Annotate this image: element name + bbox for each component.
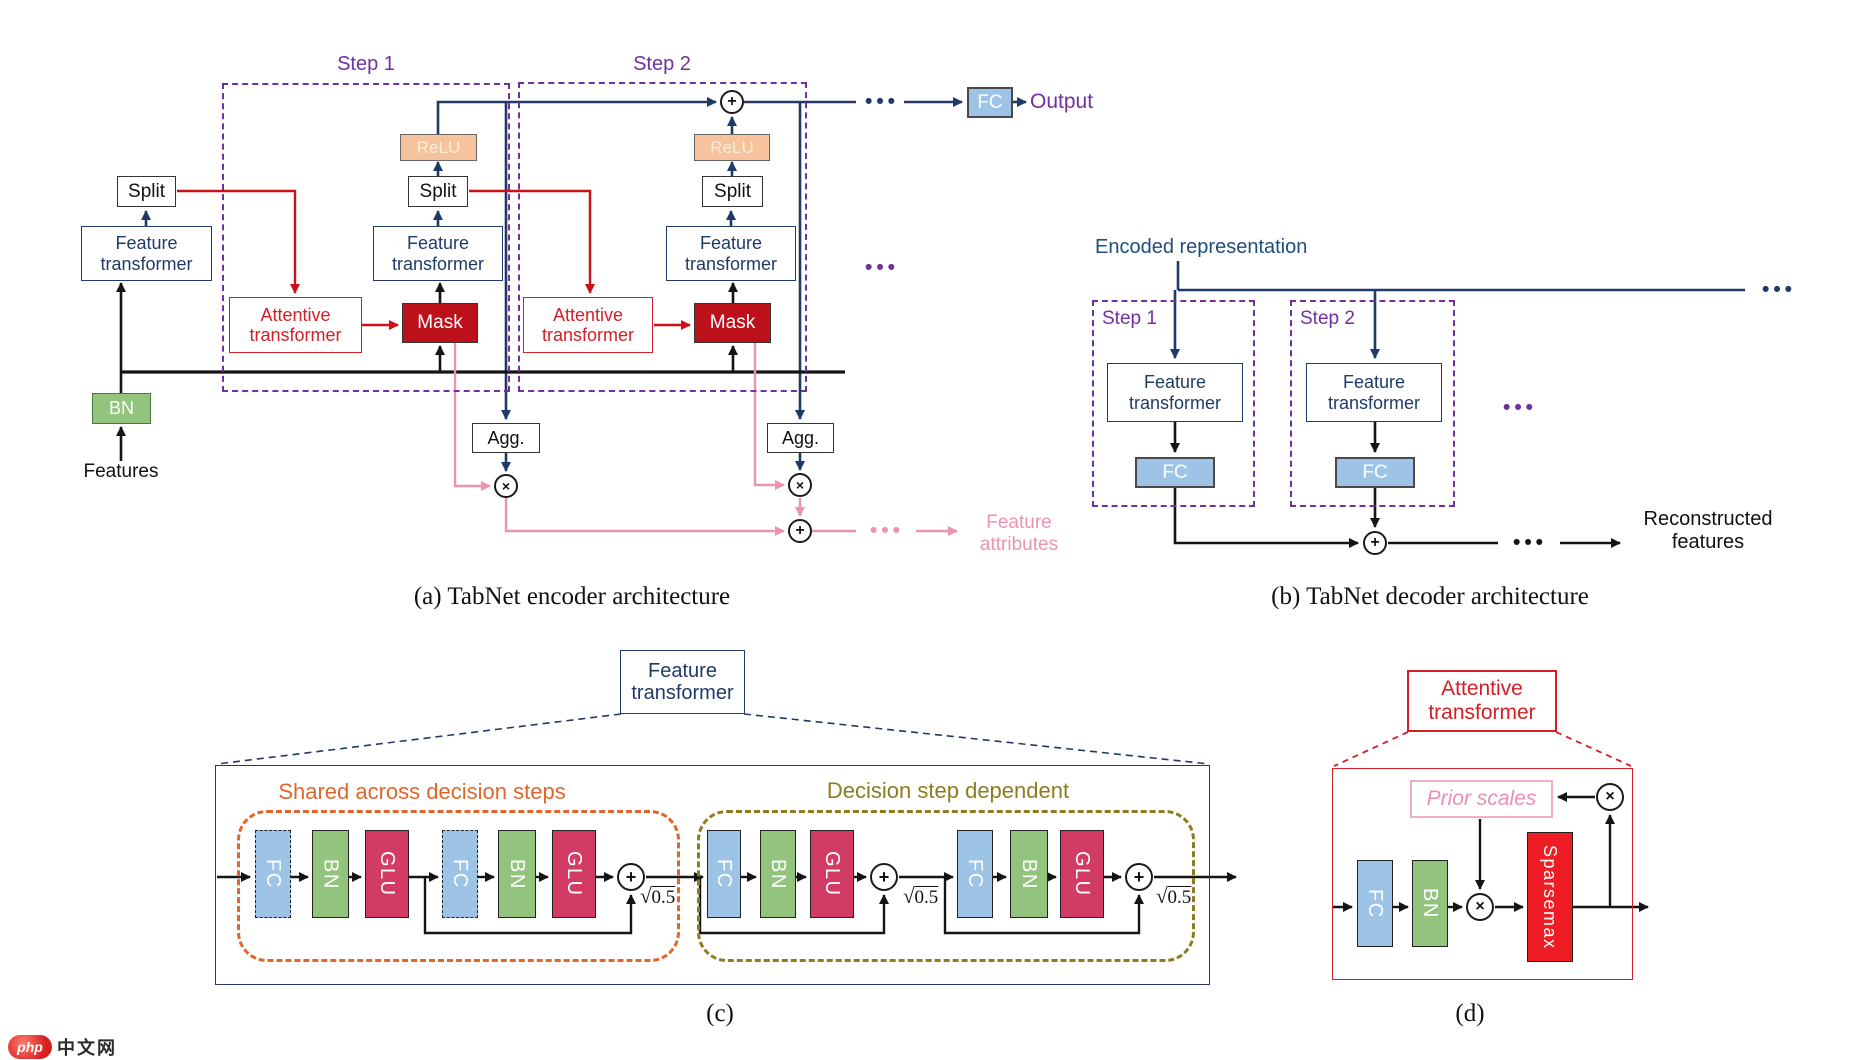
output-fc-box: FC — [967, 87, 1013, 118]
ellipsis-dots: ••• — [1512, 531, 1548, 554]
sqrt-half-label: √0.5 — [903, 884, 939, 908]
feature-transformer-title-box: Feature transformer — [620, 650, 745, 714]
feature-transformer-box: Feature transformer — [81, 226, 212, 281]
caption-c: (c) — [706, 1000, 734, 1027]
watermark-site-text: 中文网 — [57, 1038, 117, 1058]
watermark: php 中文网 — [8, 1034, 117, 1060]
sqrt-half-label: √0.5 — [1156, 884, 1192, 908]
decoder-step2-box — [1290, 300, 1455, 507]
shared-block-outline — [237, 810, 680, 962]
feature-transformer-detail-box — [215, 765, 1210, 985]
glu-block: GLU — [1060, 830, 1104, 918]
php-logo-badge: php — [8, 1035, 52, 1059]
fc-block: FC — [255, 830, 291, 918]
multiply-circle: × — [494, 474, 518, 498]
attentive-transformer-box: Attentive transformer — [523, 297, 653, 353]
bn-box: BN — [92, 393, 151, 424]
callout-c-left — [216, 713, 622, 765]
split-box: Split — [408, 176, 468, 207]
encoder-step2-label: Step 2 — [633, 53, 691, 75]
sqrt-half-label: √0.5 — [640, 884, 676, 908]
glu-block: GLU — [552, 830, 596, 918]
caption-d: (d) — [1455, 1000, 1485, 1027]
features-label: Features — [83, 461, 159, 482]
fc-block: FC — [957, 830, 993, 918]
decoder-step1-box — [1092, 300, 1255, 507]
dependent-block-outline — [697, 810, 1195, 962]
encoder-step1-label: Step 1 — [337, 53, 395, 75]
decoder-fc-box: FC — [1135, 457, 1215, 488]
decoder-step2-label: Step 2 — [1300, 308, 1355, 329]
ellipsis-dots: ••• — [864, 90, 900, 113]
reconstructed-features-label: Reconstructed features — [1643, 508, 1773, 553]
split-box: Split — [702, 176, 763, 207]
attentive-transformer-box: Attentive transformer — [229, 297, 362, 353]
prior-scales-box: Prior scales — [1410, 780, 1553, 818]
feature-attributes-label: Feature attributes — [979, 512, 1059, 555]
feature-transformer-box: Feature transformer — [1306, 363, 1442, 422]
callout-c-right — [743, 713, 1210, 765]
ellipsis-dots: ••• — [1502, 396, 1538, 419]
decoder-fc-box: FC — [1335, 457, 1415, 488]
ellipsis-dots: ••• — [1761, 278, 1797, 301]
callout-d-left — [1333, 731, 1409, 767]
ellipsis-dots: ••• — [864, 256, 900, 279]
caption-a: (a) TabNet encoder architecture — [413, 583, 731, 610]
attentive-transformer-title-box: Attentive transformer — [1407, 670, 1557, 732]
bn-block: BN — [760, 830, 796, 918]
multiply-circle: × — [788, 473, 812, 497]
callout-lines-c — [216, 713, 1210, 765]
sum-circle: + — [1125, 863, 1153, 891]
mask-box: Mask — [402, 303, 478, 343]
encoded-representation-label: Encoded representation — [1095, 236, 1308, 258]
feature-transformer-box: Feature transformer — [1107, 363, 1243, 422]
caption-b: (b) TabNet decoder architecture — [1271, 583, 1589, 610]
agg-box: Agg. — [472, 423, 540, 453]
sum-circle: + — [870, 863, 898, 891]
relu-box: ReLU — [694, 134, 770, 161]
fc-block: FC — [1357, 860, 1393, 947]
sum-circle: + — [1363, 531, 1387, 555]
fc-block: FC — [442, 830, 478, 918]
multiply-circle: × — [1466, 893, 1494, 921]
sum-circle: + — [720, 90, 744, 114]
relu-box: ReLU — [400, 134, 477, 161]
shared-steps-label: Shared across decision steps — [278, 779, 566, 804]
callout-lines-d — [1333, 731, 1632, 767]
bn-block: BN — [1010, 830, 1048, 918]
bn-block: BN — [312, 830, 349, 918]
bn-block: BN — [1412, 860, 1448, 947]
agg-box: Agg. — [767, 423, 834, 453]
sum-circle: + — [788, 519, 812, 543]
fc-block: FC — [707, 830, 741, 918]
feature-transformer-box: Feature transformer — [373, 226, 503, 281]
callout-d-right — [1555, 731, 1632, 767]
glu-block: GLU — [365, 830, 409, 918]
multiply-circle: × — [1596, 783, 1624, 811]
attentive-transformer-detail-box — [1332, 768, 1633, 980]
output-label: Output — [1030, 90, 1094, 113]
wire-times1-plus — [504, 498, 785, 536]
glu-block: GLU — [810, 830, 854, 918]
ellipsis-dots: ••• — [869, 519, 905, 542]
feature-transformer-box: Feature transformer — [666, 226, 796, 281]
decision-dependent-label: Decision step dependent — [826, 778, 1070, 803]
bn-block: BN — [498, 830, 536, 918]
split-box: Split — [117, 176, 176, 207]
mask-box: Mask — [694, 303, 771, 343]
sparsemax-block: Sparsemax — [1527, 832, 1573, 962]
decoder-step1-label: Step 1 — [1102, 308, 1157, 329]
